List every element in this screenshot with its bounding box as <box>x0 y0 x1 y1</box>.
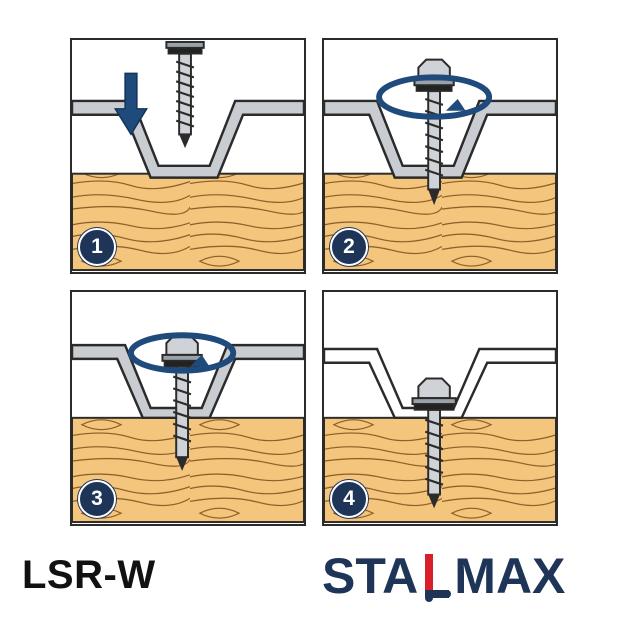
tighten-arrow-icon <box>128 332 237 374</box>
model-label: LSR-W <box>22 553 156 597</box>
step-number-badge: 1 <box>78 228 116 266</box>
push-down-arrow-icon <box>113 72 149 136</box>
screw <box>411 377 457 509</box>
roof-sheet <box>324 99 556 179</box>
brand-text-part2: MAX <box>454 548 566 604</box>
step-4-panel: 4 <box>322 290 558 526</box>
step-number-badge: 3 <box>78 480 116 518</box>
step-2-illustration <box>324 58 556 272</box>
step-number-badge: 4 <box>330 480 368 518</box>
step-2-panel: 2 <box>322 38 558 274</box>
screw <box>413 58 455 206</box>
screw <box>161 334 203 471</box>
roof-sheet <box>324 347 556 420</box>
brand-text-part1: STA <box>322 548 419 604</box>
brand-logo: STA MAX <box>322 548 565 604</box>
rotate-arrow-icon <box>376 74 493 120</box>
step-1-panel: 1 <box>70 38 306 274</box>
step-3-panel: 3 <box>70 290 306 526</box>
roof-sheet <box>72 343 304 420</box>
screw <box>165 40 205 149</box>
step-number-badge: 2 <box>330 228 368 266</box>
brand-L-icon <box>420 548 452 604</box>
